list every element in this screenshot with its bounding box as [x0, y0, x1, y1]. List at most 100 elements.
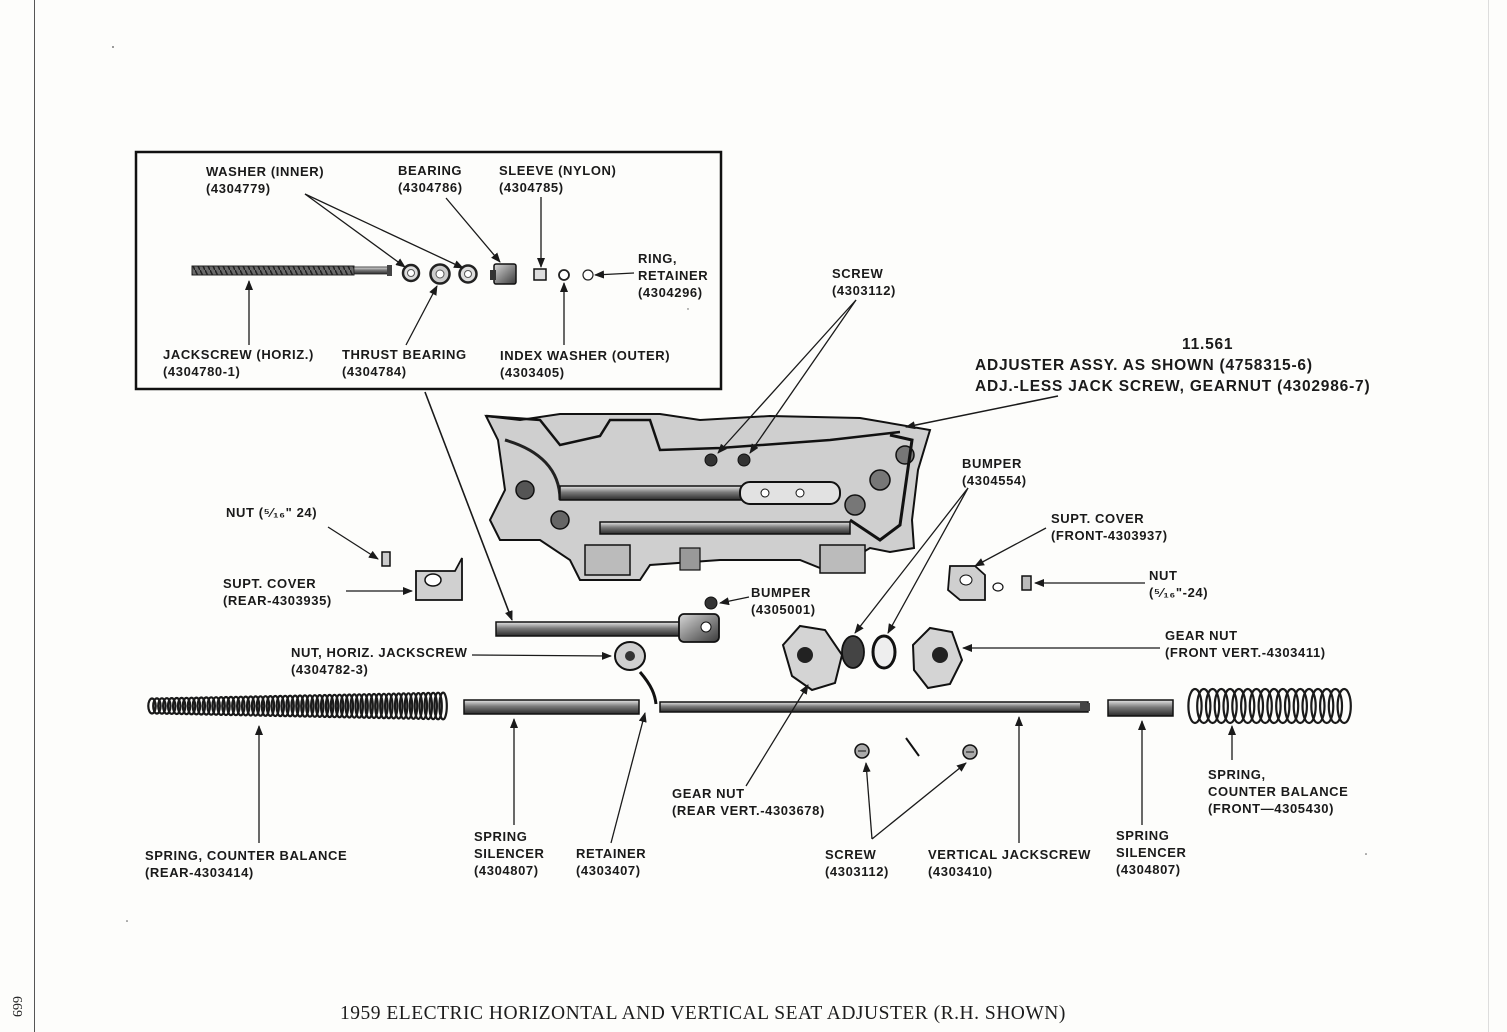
label-silencer-right-name1: SPRING: [1116, 828, 1170, 843]
label-vertical-jackscrew-name: VERTICAL JACKSCREW: [928, 847, 1091, 862]
label-spring-front-part: (FRONT—4305430): [1208, 801, 1335, 816]
label-nut-front-part: (⁵⁄₁₆"-24): [1149, 585, 1209, 600]
label-retainer-name: RETAINER: [576, 846, 647, 861]
label-index-washer-part: (4303405): [500, 365, 565, 380]
vertical-jackscrew-part: [659, 701, 1090, 713]
label-gear-nut-rear-part: (REAR VERT.-4303678): [672, 803, 825, 818]
spring-rear-coils: [147, 691, 448, 721]
inset-box: [134, 150, 723, 391]
inset-washer-1: [401, 263, 421, 283]
label-bumper-right: BUMPER (4304554): [962, 455, 1027, 489]
screw-lower-1-part: [854, 743, 870, 759]
label-bumper-center-part: (4305001): [751, 602, 816, 617]
spring-silencer-left-part: [463, 699, 640, 715]
label-index-washer-name: INDEX WASHER (OUTER): [500, 348, 671, 363]
label-screw-top: SCREW(4303112): [832, 265, 896, 299]
horizontal-jackscrew-part: [495, 613, 720, 643]
label-bearing-part: (4304786): [398, 180, 463, 195]
label-supt-cover-front-part: (FRONT-4303937): [1051, 528, 1168, 543]
label-bumper-center: BUMPER (4305001): [751, 584, 816, 618]
scan-specks: [112, 46, 1367, 922]
gear-nut-rear-part: [781, 624, 844, 692]
label-nut-front-name: NUT: [1149, 568, 1178, 583]
label-washer-inner-part: (4304779): [206, 181, 271, 196]
label-sleeve-name: SLEEVE (NYLON): [499, 163, 617, 178]
label-bumper-right-name: BUMPER: [962, 456, 1022, 471]
inset-index-washer: [558, 269, 570, 281]
assembly-line2: ADJ.-LESS JACK SCREW, GEARNUT (4302986-7…: [975, 378, 1371, 395]
label-nut-rear-name: NUT (⁵⁄₁₆" 24): [226, 505, 318, 520]
label-spring-rear-name: SPRING, COUNTER BALANCE: [145, 848, 348, 863]
label-nut-horiz-jackscrew: NUT, HORIZ. JACKSCREW(4304782-3): [291, 644, 468, 678]
nut-horiz-jackscrew-part: [614, 641, 646, 671]
label-jackscrew-horiz-part: (4304780-1): [163, 364, 241, 379]
label-thrust-bearing-name: THRUST BEARING: [342, 347, 467, 362]
label-bearing: BEARING (4304786): [398, 162, 463, 196]
label-nut-rear: NUT (⁵⁄₁₆" 24): [226, 504, 317, 521]
inset-sleeve: [533, 268, 547, 281]
supt-cover-front-part: [947, 565, 986, 601]
label-supt-cover-front-name: SUPT. COVER: [1051, 511, 1145, 526]
label-screw-bottom-name: SCREW: [825, 847, 877, 862]
label-sleeve-part: (4304785): [499, 180, 564, 195]
label-thrust-bearing: THRUST BEARING (4304784): [342, 346, 467, 380]
label-sleeve: SLEEVE (NYLON) (4304785): [499, 162, 616, 196]
label-spring-rear-part: (REAR-4303414): [145, 865, 254, 880]
label-bearing-name: BEARING: [398, 163, 463, 178]
label-supt-cover-rear-part: (REAR-4303935): [223, 593, 332, 608]
label-retainer-ring: RING,RETAINER(4304296): [638, 250, 708, 301]
label-nut-front: NUT (⁵⁄₁₆"-24): [1149, 567, 1208, 601]
label-spring-front: SPRING,COUNTER BALANCE(FRONT—4305430): [1208, 766, 1348, 817]
page-binding-edge: [34, 0, 35, 1032]
label-silencer-left-name2: SILENCER: [474, 846, 545, 861]
label-jackscrew-horiz-name: JACKSCREW (HORIZ.): [163, 347, 314, 362]
label-silencer-left-part: (4304807): [474, 863, 539, 878]
label-gear-nut-front: GEAR NUT (FRONT VERT.-4303411): [1165, 627, 1326, 661]
label-bumper-right-part: (4304554): [962, 473, 1027, 488]
supt-cover-rear-part: [415, 557, 463, 601]
inset-retainer-ring: [582, 269, 594, 281]
label-supt-cover-rear: SUPT. COVER(REAR-4303935): [223, 575, 332, 609]
label-silencer-left-name1: SPRING: [474, 829, 528, 844]
label-silencer-right-part: (4304807): [1116, 862, 1181, 877]
label-retainer-part: (4303407): [576, 863, 641, 878]
label-gear-nut-front-part: (FRONT VERT.-4303411): [1165, 645, 1326, 660]
label-washer-inner: WASHER (INNER) (4304779): [206, 163, 324, 197]
spring-front-coils: [1187, 687, 1352, 725]
label-silencer-left: SPRING SILENCER (4304807): [474, 828, 545, 879]
adjuster-assembly-frame: [484, 413, 932, 581]
inset-bearing: [490, 263, 517, 285]
label-silencer-right-name2: SILENCER: [1116, 845, 1187, 860]
label-vertical-jackscrew-part: (4303410): [928, 864, 993, 879]
label-ring-name2: RETAINER: [638, 268, 709, 283]
bumper-2-part: [871, 634, 897, 670]
label-screw-top-name: SCREW: [832, 266, 884, 281]
label-spring-front-name2: COUNTER BALANCE: [1208, 784, 1349, 799]
label-nut-horiz-name: NUT, HORIZ. JACKSCREW: [291, 645, 468, 660]
label-washer-inner-name: WASHER (INNER): [206, 164, 325, 179]
diagram-caption: 1959 ELECTRIC HORIZONTAL AND VERTICAL SE…: [340, 1003, 1066, 1024]
gear-nut-front-part: [911, 626, 964, 690]
label-screw-bottom: SCREW (4303112): [825, 846, 889, 880]
label-spring-rear: SPRING, COUNTER BALANCE (REAR-4303414): [145, 847, 347, 881]
label-ring-name1: RING,: [638, 251, 678, 266]
label-screw-bottom-part: (4303112): [825, 864, 889, 879]
screw-lower-2-part: [962, 744, 978, 760]
label-bumper-center-name: BUMPER: [751, 585, 811, 600]
label-thrust-bearing-part: (4304784): [342, 364, 407, 379]
nut-rear-part: [381, 551, 391, 567]
label-vertical-jackscrew: VERTICAL JACKSCREW (4303410): [928, 846, 1091, 880]
bumper-1-part: [841, 635, 865, 669]
label-retainer: RETAINER (4303407): [576, 845, 646, 879]
inset-washer-2: [458, 264, 478, 284]
label-index-washer: INDEX WASHER (OUTER) (4303405): [500, 347, 670, 381]
assembly-line1: ADJUSTER ASSY. AS SHOWN (4758315-6): [975, 357, 1313, 374]
label-supt-cover-front: SUPT. COVER (FRONT-4303937): [1051, 510, 1168, 544]
nut-front-part: [1021, 575, 1032, 591]
label-gear-nut-front-name: GEAR NUT: [1165, 628, 1238, 643]
page-right-edge: [1488, 0, 1489, 1032]
label-jackscrew-horiz: JACKSCREW (HORIZ.) (4304780-1): [163, 346, 314, 380]
inset-jackscrew-horiz: [191, 265, 392, 276]
spring-silencer-right-part: [1107, 699, 1174, 717]
